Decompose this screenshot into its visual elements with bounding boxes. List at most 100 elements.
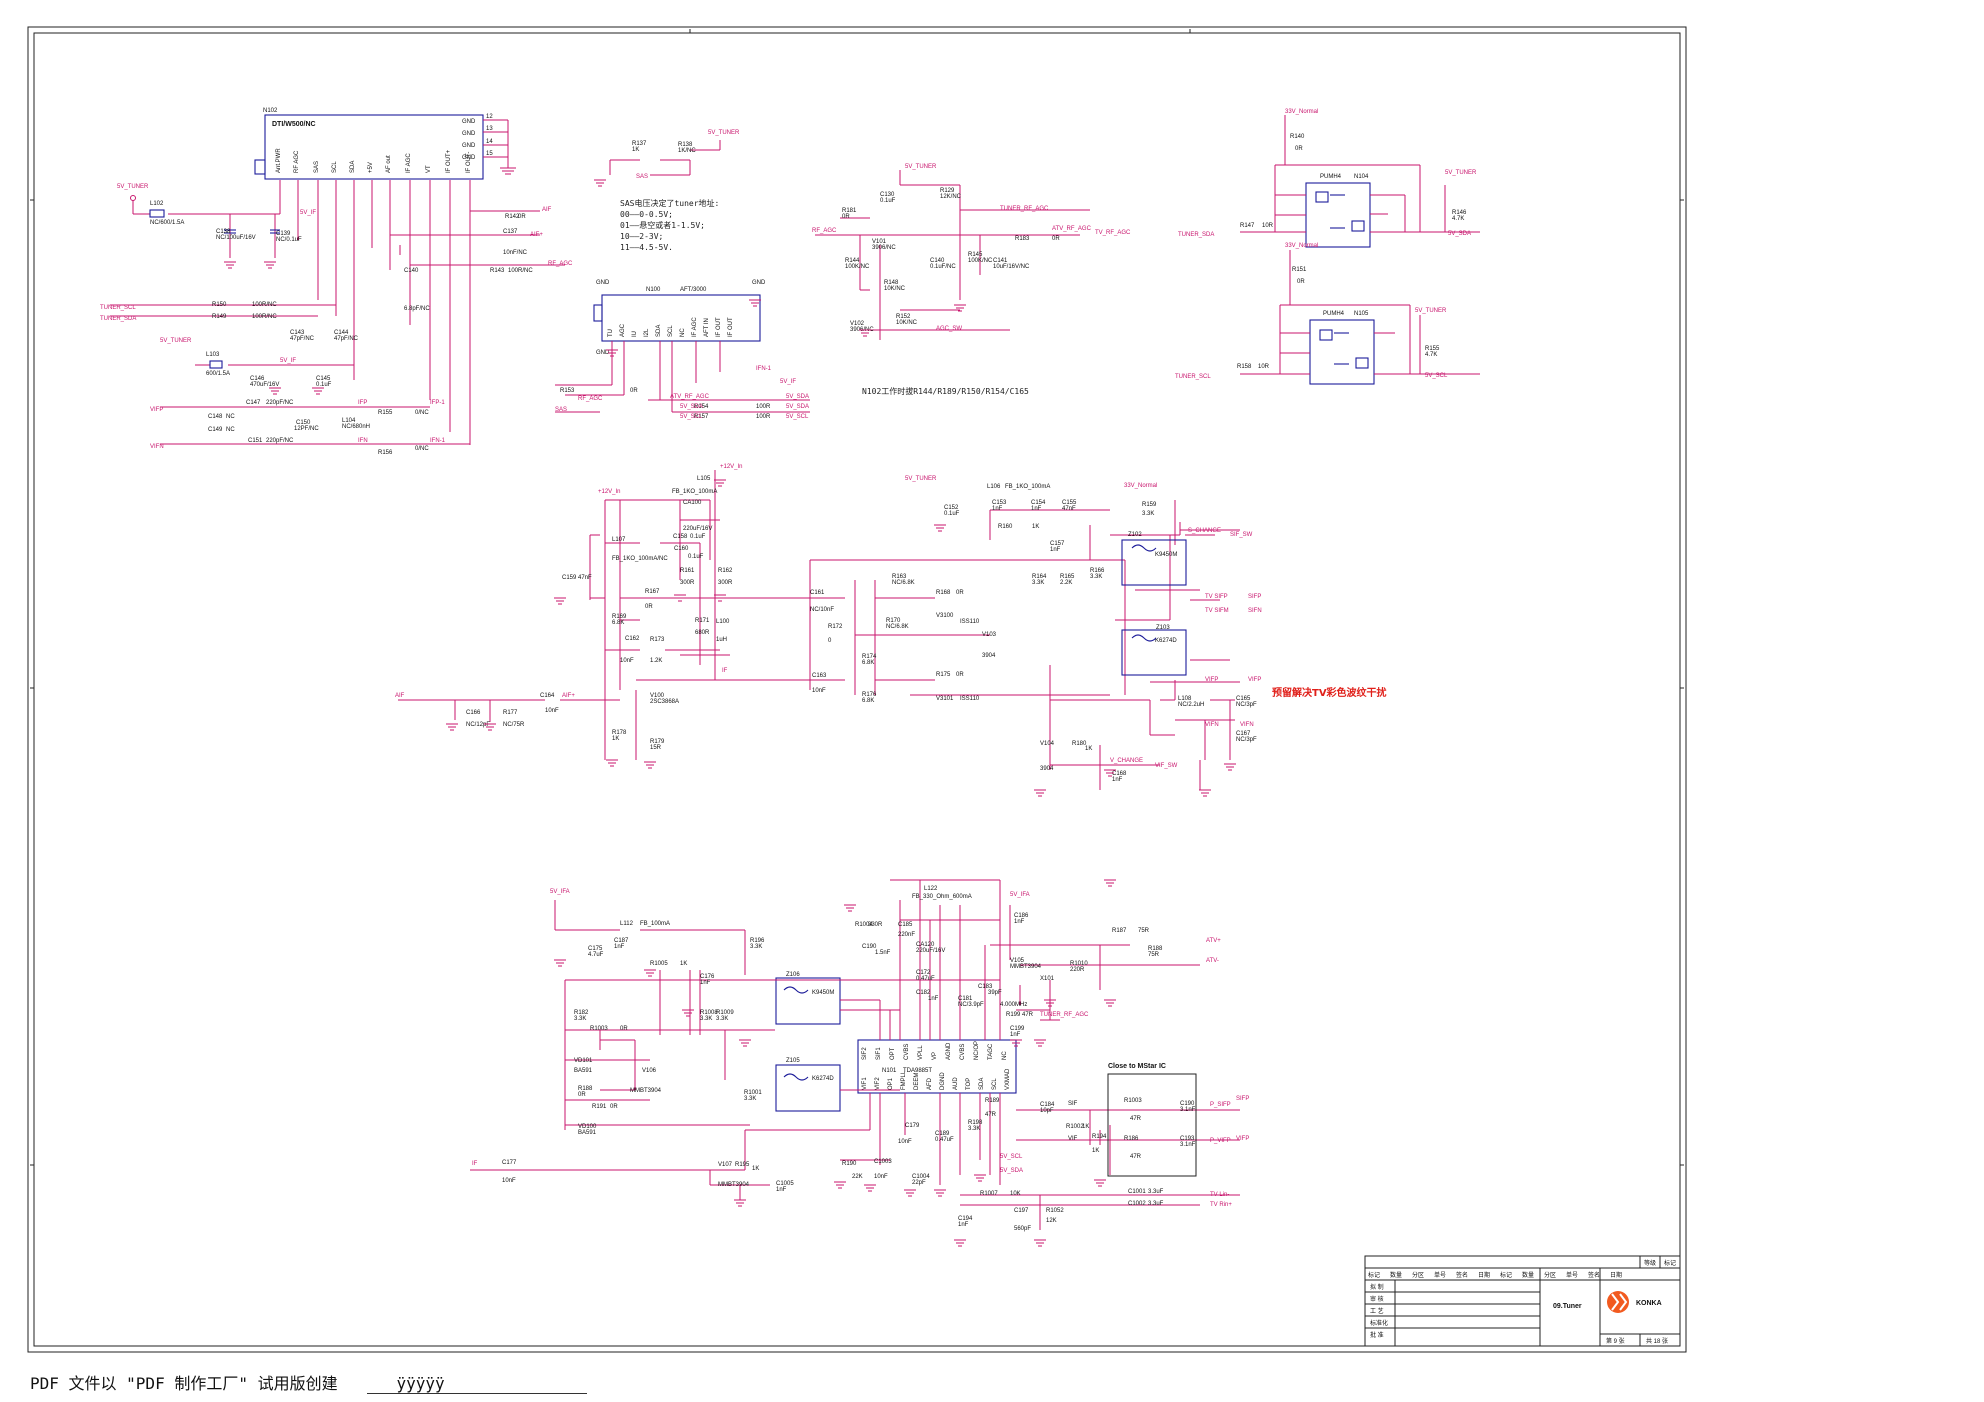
svg-text:1K/NC: 1K/NC xyxy=(678,148,696,154)
svg-text:10uF/16V/NC: 10uF/16V/NC xyxy=(993,264,1030,270)
svg-text:R163: R163 xyxy=(892,574,907,580)
svg-text:10R: 10R xyxy=(1258,364,1270,370)
svg-text:VIFP: VIFP xyxy=(150,407,163,413)
svg-text:10K/NC: 10K/NC xyxy=(896,320,918,326)
footer-text: PDF 文件以 "PDF 制作工厂" 试用版创建 xyxy=(30,1374,338,1393)
svg-text:1K: 1K xyxy=(1082,1124,1089,1130)
svg-text:C184: C184 xyxy=(1040,1102,1055,1108)
n101-top-pin: SIF1 xyxy=(876,1047,882,1060)
svg-text:IFN-1: IFN-1 xyxy=(756,366,772,372)
svg-text:FB_100mA: FB_100mA xyxy=(640,921,670,927)
svg-text:5V_TUNER: 5V_TUNER xyxy=(708,130,740,136)
svg-text:R162: R162 xyxy=(718,568,733,574)
svg-text:C176: C176 xyxy=(700,974,715,980)
svg-text:12K/NC: 12K/NC xyxy=(940,194,962,200)
svg-text:0R: 0R xyxy=(956,590,964,596)
svg-text:N105: N105 xyxy=(1354,311,1369,317)
footer-link[interactable]: ÿÿÿÿÿ xyxy=(366,1374,587,1394)
svg-text:0.1uF: 0.1uF xyxy=(944,511,960,517)
svg-text:R165: R165 xyxy=(1060,574,1075,580)
n102-pin-label: RF AGC xyxy=(294,150,300,173)
svg-text:VD100: VD100 xyxy=(578,1124,597,1130)
svg-text:5V_SCL: 5V_SCL xyxy=(786,414,809,420)
n101-bottom-pin: SDA xyxy=(979,1078,985,1090)
page-number: 第 9 张 xyxy=(1606,1337,1625,1345)
svg-text:AGC_SW: AGC_SW xyxy=(936,326,962,332)
svg-text:Z106: Z106 xyxy=(786,972,800,978)
svg-text:R146: R146 xyxy=(1452,210,1467,216)
svg-text:R1001: R1001 xyxy=(744,1090,762,1096)
svg-text:75R: 75R xyxy=(1138,928,1150,934)
title-block: 标记数量分区单号签名日期标记数量分区单号签名日期 等级 标记 拟 制 审 核 工… xyxy=(1364,1255,1681,1347)
z103-filter: Z103 K6274D xyxy=(1121,625,1187,676)
svg-text:RF_AGC: RF_AGC xyxy=(548,261,573,267)
svg-text:6.8K: 6.8K xyxy=(862,698,874,704)
svg-text:1nF: 1nF xyxy=(1014,919,1025,925)
svg-text:IF: IF xyxy=(472,1161,478,1167)
svg-text:0R: 0R xyxy=(630,388,638,394)
n100-pin-label: IF OUT xyxy=(728,317,734,337)
svg-text:R170: R170 xyxy=(886,618,901,624)
svg-text:R158: R158 xyxy=(1237,364,1252,370)
svg-text:680R: 680R xyxy=(695,630,710,636)
svg-text:300R: 300R xyxy=(680,580,695,586)
svg-text:C175: C175 xyxy=(588,946,603,952)
svg-text:R187: R187 xyxy=(1112,928,1127,934)
sheet-title: 09.Tuner xyxy=(1553,1303,1582,1310)
svg-text:V104: V104 xyxy=(1040,741,1055,747)
svg-text:R160: R160 xyxy=(998,524,1013,530)
svg-text:R191: R191 xyxy=(592,1104,607,1110)
svg-text:0/NC: 0/NC xyxy=(415,446,429,452)
n100-pin-label: IF AGC xyxy=(692,317,698,337)
outer-frame xyxy=(27,26,1687,1353)
svg-text:1nF: 1nF xyxy=(1010,1032,1021,1038)
svg-text:C183: C183 xyxy=(978,984,993,990)
svg-text:V_CHANGE: V_CHANGE xyxy=(1110,758,1143,764)
svg-text:0.1uF: 0.1uF xyxy=(316,382,332,388)
svg-text:C190: C190 xyxy=(1180,1101,1195,1107)
svg-text:BA591: BA591 xyxy=(574,1068,593,1074)
n102-ref: N102 xyxy=(263,108,278,114)
svg-text:R1003: R1003 xyxy=(590,1026,608,1032)
svg-text:3.3uF: 3.3uF xyxy=(1148,1189,1164,1195)
svg-text:12PF/NC: 12PF/NC xyxy=(294,426,319,432)
svg-text:100K/NC: 100K/NC xyxy=(845,264,870,270)
svg-text:1nF: 1nF xyxy=(776,1187,787,1193)
svg-text:5V_IFA: 5V_IFA xyxy=(550,889,570,895)
svg-text:AIF: AIF xyxy=(542,207,552,213)
svg-text:VIFN: VIFN xyxy=(1205,722,1219,728)
svg-text:IFN-1: IFN-1 xyxy=(430,438,446,444)
n102-gnd-label: GND xyxy=(462,119,476,125)
n105-pumh4: PUMH4 N105 xyxy=(1309,311,1375,385)
svg-text:VIFP: VIFP xyxy=(1248,677,1261,683)
n102-pin-label: SCL xyxy=(332,161,338,173)
titleblock-header: 分区 xyxy=(1412,1271,1424,1279)
n101-bottom-pin: AUD xyxy=(953,1077,959,1090)
svg-text:AIF: AIF xyxy=(395,693,405,699)
svg-text:SAS: SAS xyxy=(555,407,567,413)
svg-text:FB_1KO_100mA: FB_1KO_100mA xyxy=(672,489,717,495)
svg-text:C137: C137 xyxy=(503,229,518,235)
svg-text:C157: C157 xyxy=(1050,541,1065,547)
svg-text:TV SIFM: TV SIFM xyxy=(1205,608,1229,614)
svg-text:L122: L122 xyxy=(924,886,938,892)
svg-text:47pF/NC: 47pF/NC xyxy=(334,336,359,342)
svg-text:TUNER_RF_AGC: TUNER_RF_AGC xyxy=(1000,206,1049,212)
sas-divider xyxy=(609,140,721,176)
svg-text:PUMH4: PUMH4 xyxy=(1323,311,1345,317)
pdf-footer: PDF 文件以 "PDF 制作工厂" 试用版创建 ÿÿÿÿÿ xyxy=(30,1370,587,1394)
svg-text:100R/NC: 100R/NC xyxy=(252,314,277,320)
titleblock-header: 标记 xyxy=(1500,1271,1512,1279)
n101-top-pin: CVBS xyxy=(960,1044,966,1060)
svg-text:ATV-: ATV- xyxy=(1206,958,1219,964)
svg-text:0R: 0R xyxy=(1052,236,1060,242)
svg-text:R150: R150 xyxy=(212,302,227,308)
svg-text:VIFN: VIFN xyxy=(1240,722,1254,728)
n102-pin-label: Ant.PWR xyxy=(276,148,282,173)
svg-text:C144: C144 xyxy=(334,330,349,336)
svg-text:C149: C149 xyxy=(208,427,223,433)
svg-text:C179: C179 xyxy=(905,1123,920,1129)
svg-text:R1009: R1009 xyxy=(716,1010,734,1016)
svg-text:N101: N101 xyxy=(882,1068,897,1074)
